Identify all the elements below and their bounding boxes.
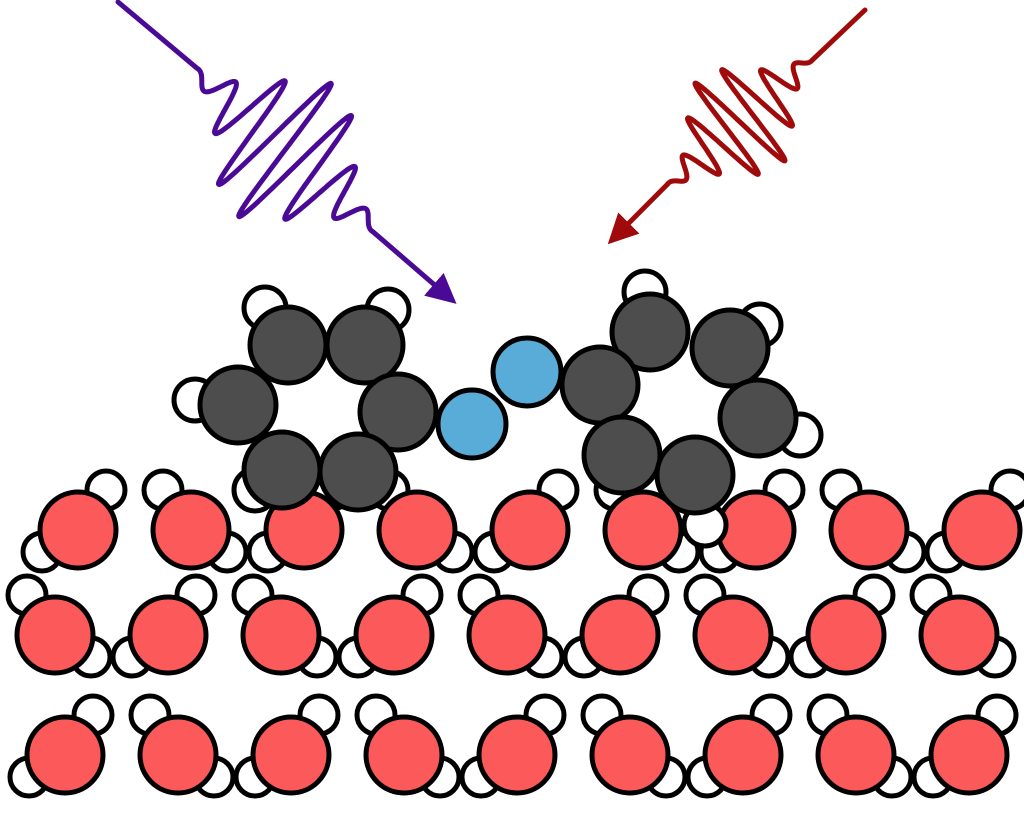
water-oxygen xyxy=(579,594,661,676)
carbon-atom xyxy=(357,371,439,453)
nitrogen-atom xyxy=(490,335,564,409)
water-oxygen xyxy=(250,714,332,796)
pump-pulse-arrow-icon xyxy=(115,0,457,304)
pump-pulse-arrow-shaft xyxy=(371,229,457,304)
carbon-atom xyxy=(317,431,399,513)
water-oxygen xyxy=(466,594,548,676)
water-oxygen xyxy=(715,489,797,571)
pump-pulse-waveform xyxy=(115,0,376,235)
water-oxygen xyxy=(137,714,219,796)
water-oxygen xyxy=(150,489,232,571)
water-oxygen xyxy=(37,489,119,571)
water-oxygen xyxy=(918,594,1000,676)
carbon-atom xyxy=(241,429,323,511)
carbon-atom xyxy=(197,364,279,446)
water-oxygen xyxy=(805,594,887,676)
water-surface-icon xyxy=(5,468,1024,799)
water-oxygen xyxy=(24,714,106,796)
carbon-atom xyxy=(717,377,799,459)
carbon-atom xyxy=(654,434,736,516)
water-oxygen xyxy=(602,489,684,571)
water-oxygen xyxy=(127,594,209,676)
carbon-atom xyxy=(581,414,663,496)
probe-pulse-arrow-icon xyxy=(607,7,868,245)
carbon-atom xyxy=(324,304,406,386)
water-oxygen xyxy=(702,714,784,796)
water-oxygen xyxy=(489,489,571,571)
water-oxygen xyxy=(589,714,671,796)
water-oxygen xyxy=(476,714,558,796)
water-oxygen xyxy=(240,594,322,676)
carbon-atom xyxy=(689,307,771,389)
water-oxygen xyxy=(828,489,910,571)
probe-pulse-waveform xyxy=(665,7,868,187)
water-oxygen xyxy=(928,714,1010,796)
carbon-atom xyxy=(559,344,641,426)
water-oxygen xyxy=(692,594,774,676)
nitrogen-atom xyxy=(435,387,509,461)
water-oxygen xyxy=(14,594,96,676)
carbon-atom xyxy=(247,304,329,386)
water-oxygen xyxy=(815,714,897,796)
azobenzene-molecule-icon xyxy=(171,268,824,549)
water-oxygen xyxy=(363,714,445,796)
probe-pulse-arrow-shaft xyxy=(607,182,670,245)
water-oxygen xyxy=(941,489,1023,571)
water-oxygen xyxy=(376,489,458,571)
carbon-atom xyxy=(609,291,691,373)
water-oxygen xyxy=(353,594,435,676)
